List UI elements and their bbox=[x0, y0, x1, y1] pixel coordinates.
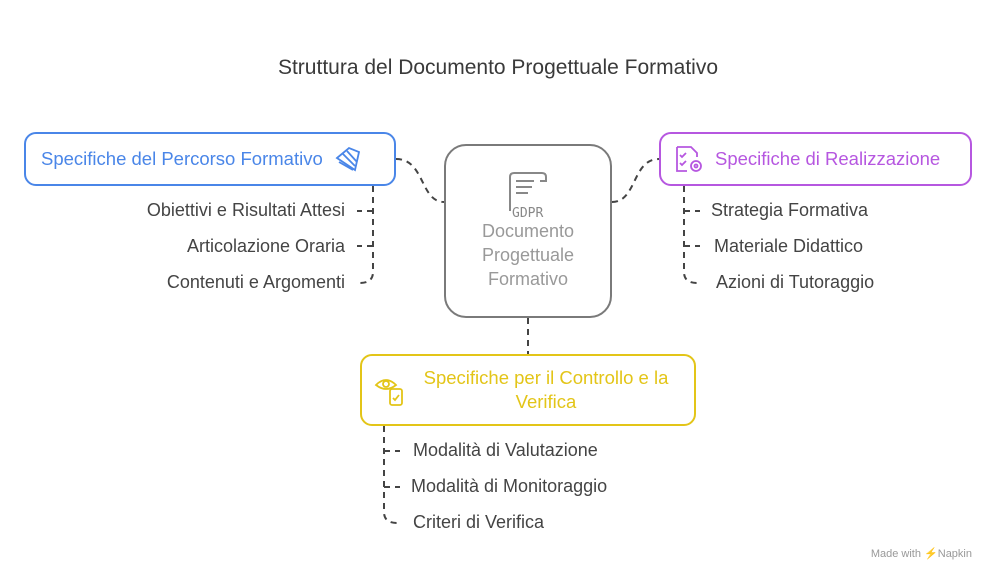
central-label-1: Documento bbox=[481, 221, 575, 241]
gdpr-scroll-icon: GDPR bbox=[509, 172, 547, 219]
list-item: Articolazione Oraria bbox=[186, 236, 345, 256]
central-node[interactable]: GDPR Documento Progettuale Formativo bbox=[444, 144, 612, 318]
brand-text: Napkin bbox=[937, 548, 972, 560]
branch-label: Specifiche del Percorso Formativo bbox=[41, 148, 323, 169]
list-item: Strategia Formativa bbox=[711, 200, 869, 220]
napkin-logo-icon: ⚡ bbox=[924, 548, 938, 560]
eye-clipboard-icon bbox=[374, 379, 403, 406]
checklist-gear-icon bbox=[676, 146, 702, 172]
branch-label: Specifiche per il Controllo e la Verific… bbox=[423, 367, 669, 412]
branch-realizzazione[interactable]: Specifiche di Realizzazione bbox=[659, 132, 972, 186]
branch-controllo-verifica[interactable]: Specifiche per il Controllo e la Verific… bbox=[360, 354, 696, 426]
connector-left bbox=[395, 158, 445, 203]
list-item: Criteri di Verifica bbox=[413, 512, 545, 532]
left-tree bbox=[357, 186, 374, 284]
connector-right bbox=[611, 158, 660, 203]
branch-label: Specifiche di Realizzazione bbox=[715, 148, 941, 169]
central-label-2: Progettuale bbox=[481, 245, 575, 265]
bottom-tree bbox=[383, 426, 400, 524]
svg-text:GDPR: GDPR bbox=[512, 206, 543, 219]
list-item: Modalità di Monitoraggio bbox=[411, 476, 608, 496]
list-item: Azioni di Tutoraggio bbox=[716, 272, 875, 292]
list-item: Modalità di Valutazione bbox=[413, 440, 598, 460]
diagram-title: Struttura del Documento Progettuale Form… bbox=[277, 56, 719, 79]
document-pages-icon bbox=[335, 146, 360, 172]
branch-percorso-formativo[interactable]: Specifiche del Percorso Formativo bbox=[24, 132, 396, 186]
list-item: Obiettivi e Risultati Attesi bbox=[146, 200, 345, 220]
right-tree bbox=[683, 186, 700, 284]
list-item: Contenuti e Argomenti bbox=[166, 272, 345, 292]
napkin-watermark: Made with ⚡Napkin bbox=[871, 547, 972, 560]
made-with-text: Made with bbox=[870, 548, 921, 560]
central-label-3: Formativo bbox=[487, 269, 568, 289]
list-item: Materiale Didattico bbox=[714, 236, 864, 256]
